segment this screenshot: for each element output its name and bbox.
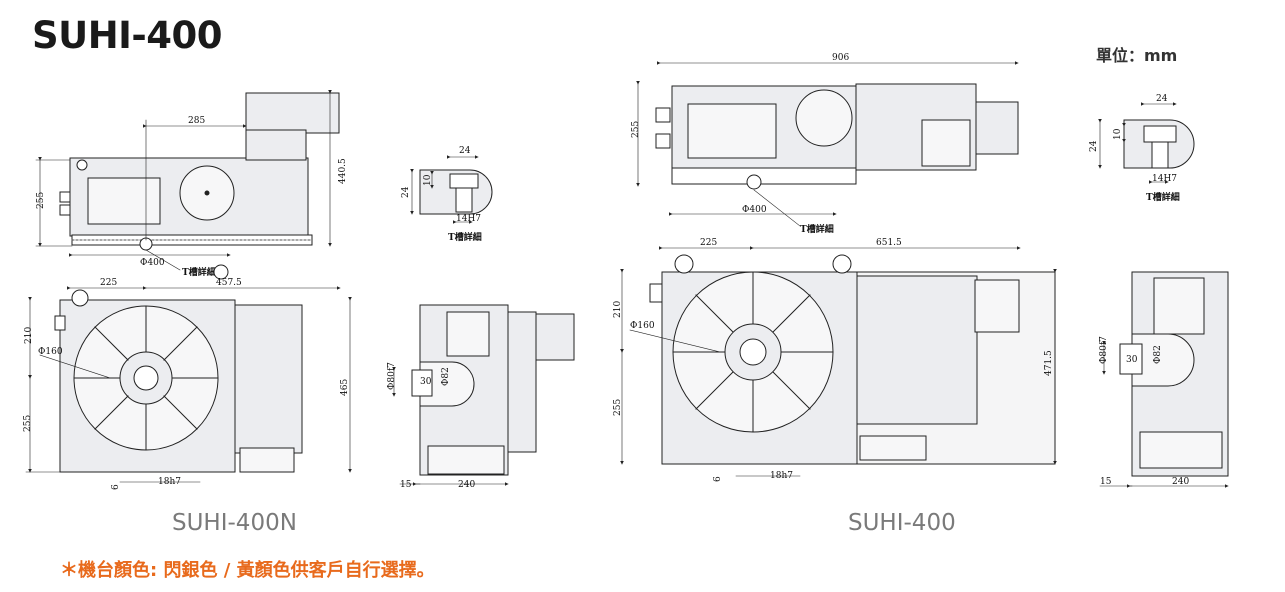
caption-right-model: SUHI-400	[848, 510, 956, 536]
dim-right-tslot-10: 10	[1113, 128, 1123, 140]
callout-right-tslot: T槽詳細	[800, 223, 834, 235]
dim-right-top-906: 906	[832, 53, 849, 63]
left-front-view	[54, 264, 303, 473]
dim-right-front-160: Φ160	[630, 321, 655, 331]
dim-left-front-210: 210	[24, 327, 34, 344]
dim-left-tslot-24: 24	[459, 146, 471, 156]
dim-left-side-15: 15	[400, 480, 412, 490]
left-top-dims	[35, 90, 332, 271]
dim-left-top-255: 255	[36, 192, 46, 209]
dim-left-front-6: 6	[111, 484, 121, 490]
dim-right-front-255: 255	[613, 399, 623, 416]
callout-left-tslot-detail: T槽詳細	[448, 231, 482, 243]
right-top-view	[655, 83, 1019, 190]
dim-left-front-465: 465	[340, 379, 350, 396]
right-front-view	[649, 254, 1056, 465]
dim-left-top-400: Φ400	[140, 258, 165, 268]
dim-right-side-15: 15	[1100, 477, 1112, 487]
dim-right-side-80f7: Φ80f7	[1099, 336, 1109, 364]
dim-right-front-471: 471.5	[1044, 350, 1054, 376]
dim-left-top-440: 440.5	[338, 158, 348, 184]
dim-left-side-240: 240	[458, 480, 475, 490]
dim-right-front-651: 651.5	[876, 238, 902, 248]
right-tslot-detail	[1123, 119, 1195, 169]
left-top-view	[59, 92, 340, 251]
dim-right-top-255: 255	[631, 121, 641, 138]
dim-left-side-30: 30	[420, 377, 432, 387]
left-tslot-detail	[419, 169, 493, 215]
dim-right-tslot-14h7: 14H7	[1152, 174, 1177, 184]
left-front-dims	[25, 286, 352, 483]
dim-right-front-210: 210	[613, 301, 623, 318]
dim-right-tslot-24v: 24	[1089, 140, 1099, 152]
dim-left-front-255: 255	[23, 415, 33, 432]
dim-left-front-18h7: 18h7	[158, 477, 181, 487]
dim-right-front-6: 6	[713, 476, 723, 482]
left-side-view	[411, 304, 575, 476]
dim-left-front-225: 225	[100, 278, 117, 288]
dim-left-side-82: Φ82	[441, 367, 451, 386]
dim-right-tslot-24: 24	[1156, 94, 1168, 104]
dim-left-tslot-24v: 24	[401, 186, 411, 198]
dim-right-side-240: 240	[1172, 477, 1189, 487]
callout-right-tslot-detail: T槽詳細	[1146, 191, 1180, 203]
dim-right-side-82: Φ82	[1153, 345, 1163, 364]
dim-right-side-30: 30	[1126, 355, 1138, 365]
dim-left-top-285: 285	[188, 116, 205, 126]
dim-left-tslot-10: 10	[423, 174, 433, 186]
dim-right-top-400: Φ400	[742, 205, 767, 215]
page-title: SUHI-400	[32, 14, 223, 57]
dim-left-front-457: 457.5	[216, 278, 242, 288]
callout-left-tslot: T槽詳細	[182, 266, 216, 278]
dim-right-front-18h7: 18h7	[770, 471, 793, 481]
dim-right-front-225: 225	[700, 238, 717, 248]
dim-left-side-80f7: Φ80f7	[387, 362, 397, 390]
caption-left-model: SUHI-400N	[172, 510, 297, 536]
unit-label: 單位：mm	[1096, 46, 1178, 65]
color-note: ＊機台顏色: 閃銀色 / 黃顏色供客戶自行選擇。	[60, 560, 435, 581]
dim-left-tslot-14h7: 14H7	[456, 214, 481, 224]
right-side-view	[1119, 271, 1229, 477]
dim-left-front-160: Φ160	[38, 347, 63, 357]
